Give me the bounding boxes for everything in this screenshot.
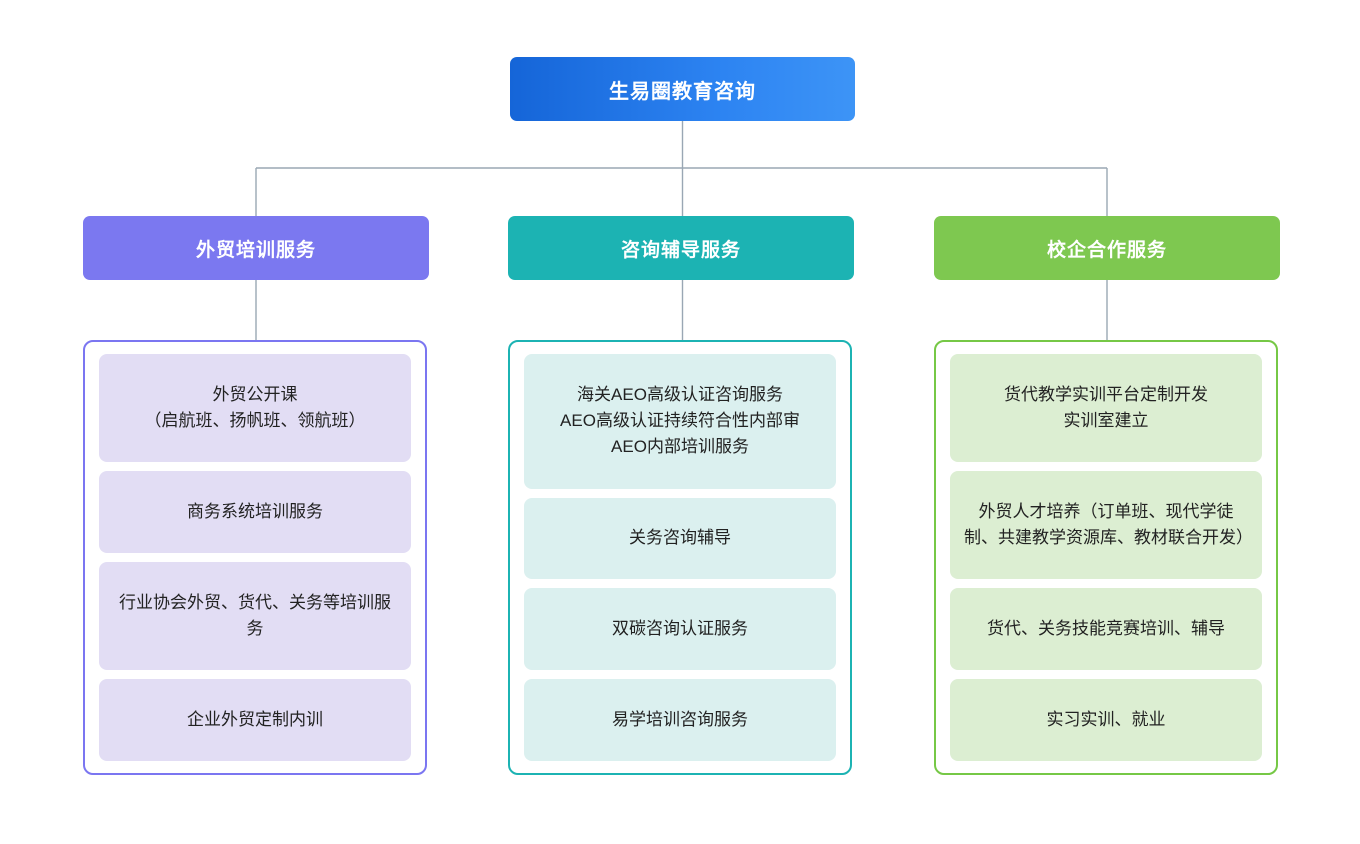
branch-header-school-enterprise-cooperation[interactable]: 校企合作服务 (934, 216, 1280, 280)
branch-header-foreign-trade-training[interactable]: 外贸培训服务 (83, 216, 429, 280)
service-card-label: 货代、关务技能竞赛培训、辅导 (987, 619, 1225, 639)
service-card-label: 企业外贸定制内训 (187, 709, 323, 729)
service-card-label: 海关AEO高级认证咨询服务 AEO高级认证持续符合性内部审 AEO内部培训服务 (560, 384, 800, 457)
root-node-label: 生易圈教育咨询 (609, 80, 756, 103)
service-card-label: 易学培训咨询服务 (612, 709, 748, 729)
service-card-label: 行业协会外贸、货代、关务等培训服务 (119, 592, 391, 639)
branch-header-consulting-tutoring[interactable]: 咨询辅导服务 (508, 216, 854, 280)
service-card-label: 实习实训、就业 (1046, 709, 1166, 729)
branch-column-consulting-tutoring: 咨询辅导服务 (508, 216, 854, 280)
service-card-label: 商务系统培训服务 (187, 501, 323, 521)
service-card[interactable]: 双碳咨询认证服务 (524, 588, 836, 671)
service-card[interactable]: 外贸人才培养（订单班、现代学徒制、共建教学资源库、教材联合开发） (950, 471, 1262, 580)
service-card[interactable]: 行业协会外贸、货代、关务等培训服务 (99, 562, 411, 671)
service-card[interactable]: 外贸公开课 （启航班、扬帆班、领航班） (99, 354, 411, 463)
service-card[interactable]: 货代、关务技能竞赛培训、辅导 (950, 588, 1262, 671)
service-card[interactable]: 关务咨询辅导 (524, 497, 836, 580)
branch-header-label: 外贸培训服务 (195, 239, 316, 261)
service-card[interactable]: 易学培训咨询服务 (524, 679, 836, 761)
root-node[interactable]: 生易圈教育咨询 (510, 57, 855, 121)
branch-column-school-enterprise-cooperation: 校企合作服务 (934, 216, 1280, 280)
service-card-label: 关务咨询辅导 (629, 528, 731, 548)
service-card-label: 外贸公开课 （启航班、扬帆班、领航班） (144, 384, 366, 431)
branch-items-school-enterprise-cooperation: 货代教学实训平台定制开发 实训室建立 外贸人才培养（订单班、现代学徒制、共建教学… (934, 340, 1278, 775)
service-card[interactable]: 实习实训、就业 (950, 679, 1262, 761)
service-card-label: 货代教学实训平台定制开发 实训室建立 (1004, 384, 1208, 431)
service-card[interactable]: 货代教学实训平台定制开发 实训室建立 (950, 354, 1262, 463)
branch-items-foreign-trade-training: 外贸公开课 （启航班、扬帆班、领航班） 商务系统培训服务 行业协会外贸、货代、关… (83, 340, 427, 775)
service-card[interactable]: 商务系统培训服务 (99, 471, 411, 553)
service-card[interactable]: 企业外贸定制内训 (99, 679, 411, 761)
branch-header-label: 校企合作服务 (1046, 239, 1167, 261)
service-card-label: 双碳咨询认证服务 (612, 619, 748, 639)
service-card-label: 外贸人才培养（订单班、现代学徒制、共建教学资源库、教材联合开发） (964, 501, 1253, 548)
branch-items-consulting-tutoring: 海关AEO高级认证咨询服务 AEO高级认证持续符合性内部审 AEO内部培训服务 … (508, 340, 852, 775)
service-card[interactable]: 海关AEO高级认证咨询服务 AEO高级认证持续符合性内部审 AEO内部培训服务 (524, 354, 836, 489)
branch-header-label: 咨询辅导服务 (620, 239, 741, 261)
branch-column-foreign-trade-training: 外贸培训服务 (83, 216, 429, 280)
